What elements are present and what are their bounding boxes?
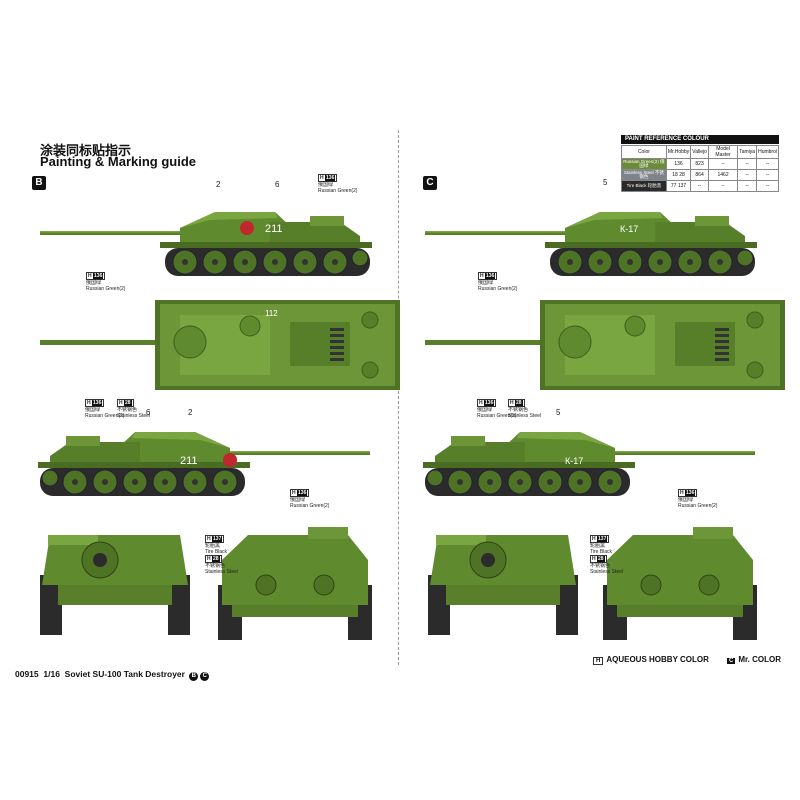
red-star-emblem	[240, 221, 254, 235]
column-header: Model Master	[707, 145, 739, 159]
table-cell: 864	[690, 169, 709, 181]
product-title: Soviet SU-100 Tank Destroyer	[64, 669, 185, 679]
product-code: 00915	[15, 669, 39, 679]
table-cell: --	[737, 158, 758, 170]
table-cell: 1462	[707, 169, 739, 181]
table-cell: --	[707, 158, 739, 170]
column-header: Humbrol	[756, 145, 779, 159]
paint-reference-table: Color Mr.Hobby Vallejo Model Master Tami…	[621, 145, 779, 192]
tank-side-view-left-b: 211	[39, 211, 373, 277]
table-cell: 136	[665, 158, 692, 170]
hull-number: 211	[180, 455, 198, 467]
table-row: Russian Green(2) 俄国绿 136 823 -- -- --	[621, 158, 779, 170]
tank-side-view-left-c: К-17	[424, 211, 758, 277]
table-cell: --	[690, 180, 709, 192]
tank-top-view-b: 112	[39, 299, 401, 391]
part-number: 5	[556, 408, 561, 417]
scheme-badge-b: B	[189, 672, 199, 681]
scheme-letter-b: B	[32, 176, 46, 190]
page-title-en: Painting & Marking guide	[40, 154, 197, 169]
table-cell: 77 137	[665, 180, 692, 192]
table-cell: 18 28	[665, 169, 692, 181]
tank-front-view-b	[217, 526, 373, 641]
table-row: Stainless Steel 不锈钢色 18 28 864 1462 -- -…	[621, 169, 779, 181]
scheme-badge-c: C	[200, 672, 210, 681]
part-number: 5	[603, 178, 608, 187]
hull-number: К-17	[620, 224, 638, 234]
column-header: Tamiya	[737, 145, 758, 159]
paint-reference-title: PAINT REFERENCE COLOUR	[621, 135, 779, 144]
page-title-cn: 涂装同标贴指示	[40, 143, 132, 158]
footer: 00915 1/16 Soviet SU-100 Tank Destroyer …	[15, 669, 210, 681]
table-row: Tire Black 轮胎黑 77 137 -- -- -- --	[621, 180, 779, 192]
table-header-row: Color Mr.Hobby Vallejo Model Master Tami…	[621, 145, 779, 159]
mr-code-icon: C	[727, 658, 736, 664]
tank-side-view-right-b: 211	[37, 431, 371, 497]
tank-rear-view-c	[427, 534, 579, 636]
column-header: Vallejo	[690, 145, 709, 159]
color-swatch: Russian Green(2) 俄国绿	[621, 158, 667, 170]
aqueous-code-icon: H	[593, 657, 604, 665]
page-fold	[398, 130, 399, 665]
tank-rear-view-b	[39, 534, 191, 636]
color-swatch: Stainless Steel 不锈钢色	[621, 169, 667, 181]
table-cell: 823	[690, 158, 709, 170]
hull-number: 211	[265, 223, 283, 235]
part-number: 6	[275, 180, 280, 189]
table-cell: --	[756, 158, 779, 170]
table-cell: --	[737, 180, 758, 192]
hull-number: К-17	[565, 456, 583, 466]
part-number: 2	[216, 180, 221, 189]
red-star-emblem	[223, 453, 237, 467]
table-cell: --	[737, 169, 758, 181]
part-number: 6	[146, 408, 151, 417]
part-number: 2	[188, 408, 193, 417]
table-cell: --	[756, 180, 779, 192]
column-header: Color	[621, 145, 667, 159]
scale: 1/16	[43, 669, 60, 679]
color-swatch: Tire Black 轮胎黑	[621, 180, 667, 192]
tank-top-view-c	[424, 299, 786, 391]
legend-mr-label: Mr. COLOR	[738, 655, 782, 664]
table-cell: --	[756, 169, 779, 181]
tank-side-view-right-c: К-17	[422, 431, 756, 497]
table-cell: --	[707, 180, 739, 192]
legend-aqueous-label: AQUEOUS HOBBY COLOR	[606, 655, 709, 664]
top-view-number: 112	[265, 309, 278, 318]
scheme-letter-c: C	[423, 176, 437, 190]
tank-front-view-c	[602, 526, 758, 641]
column-header: Mr.Hobby	[665, 145, 692, 159]
